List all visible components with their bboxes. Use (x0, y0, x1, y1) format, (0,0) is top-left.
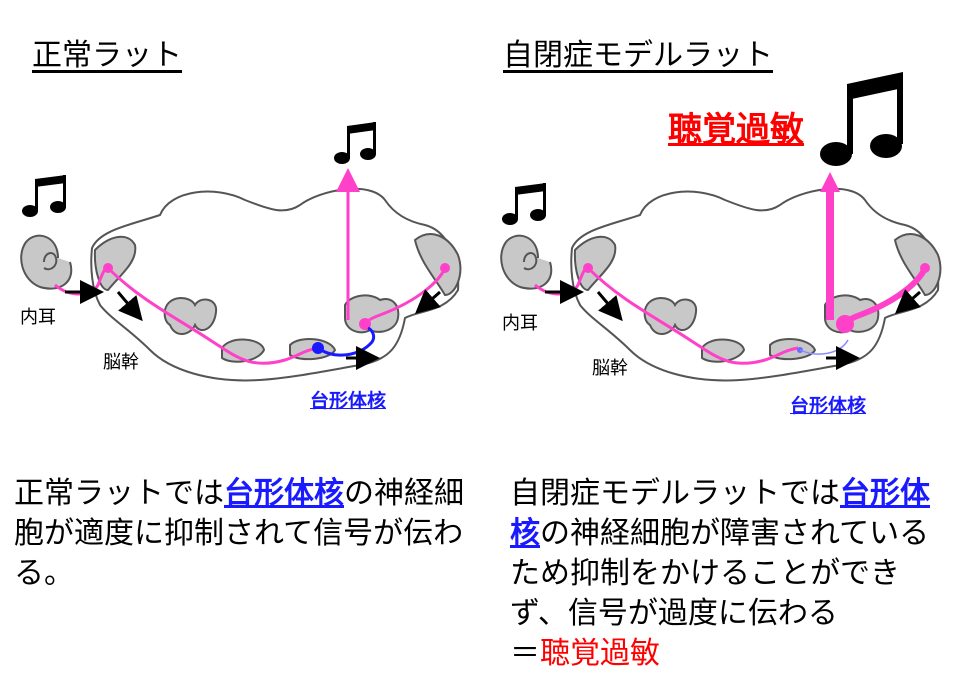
right-caption-pre: 自閉症モデルラットでは (510, 476, 840, 511)
music-note-icon (502, 183, 546, 225)
left-caption-highlight: 台形体核 (224, 476, 344, 511)
right-inner-ear-label: 内耳 (502, 313, 538, 334)
right-caption-post: の神経細胞が障害されているため抑制をかけることができず、信号が過度に伝わる (510, 516, 930, 631)
right-caption-conclusion: 聴覚過敏 (540, 636, 660, 671)
cochlea-icon (20, 234, 73, 290)
left-nucleus-label: 台形体核 (310, 390, 387, 412)
right-caption-equals: ＝ (510, 636, 540, 671)
right-brainstem-label: 脳幹 (592, 358, 628, 379)
right-nucleus-label: 台形体核 (790, 395, 867, 417)
right-title: 自閉症モデルラット (503, 38, 773, 73)
left-title: 正常ラット (32, 38, 182, 73)
right-diagram (500, 72, 942, 382)
left-brainstem-label: 脳幹 (103, 352, 139, 373)
large-music-note-icon (820, 72, 903, 166)
left-caption: 正常ラットでは台形体核の神経細胞が適度に抑制されて信号が伝わる。 (14, 474, 484, 594)
left-inner-ear-label: 内耳 (20, 307, 56, 328)
left-diagram (20, 122, 462, 382)
music-note-icon (22, 175, 66, 217)
right-caption-highlight: 台形体核 (510, 476, 930, 551)
brainstem-outline (90, 187, 460, 382)
left-caption-pre: 正常ラットでは (14, 476, 224, 511)
music-note-icon (334, 122, 376, 164)
cochlea-icon (500, 234, 553, 290)
hyperacusis-label: 聴覚過敏 (668, 110, 804, 150)
right-caption: 自閉症モデルラットでは台形体核の神経細胞が障害されているため抑制をかけることがで… (510, 474, 950, 674)
left-caption-post: の神経細胞が適度に抑制されて信号が伝わる。 (14, 476, 464, 591)
brainstem-outline (570, 187, 940, 382)
